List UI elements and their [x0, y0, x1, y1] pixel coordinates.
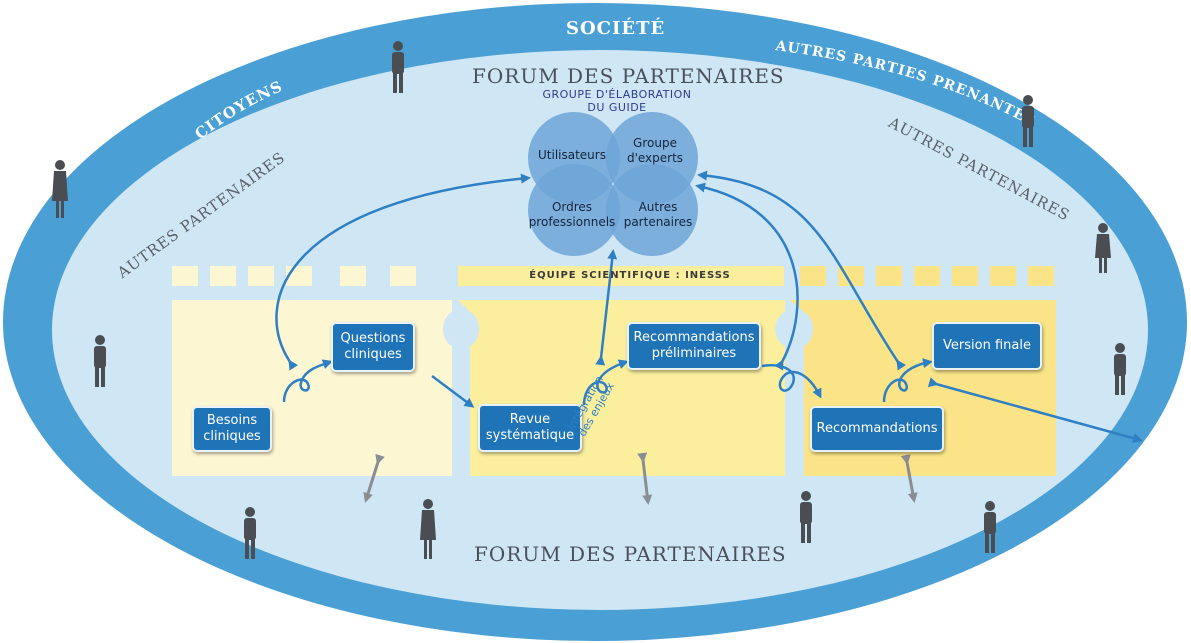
- circle-label-experts: Groupe d'experts: [620, 136, 690, 166]
- forum-bottom-title: FORUM DES PARTENAIRES: [474, 542, 787, 566]
- person-icon: [94, 335, 106, 387]
- person-icon: [1114, 343, 1126, 395]
- strip-tick: [914, 266, 940, 286]
- step-version-finale: Version finale: [932, 322, 1042, 370]
- step-revue-2: systématique: [485, 428, 575, 443]
- circle-autres: [606, 164, 698, 256]
- gray-arrow-2: [637, 452, 653, 505]
- arrow-questions-revue: [431, 375, 475, 408]
- circle-label-autres-1: Autres: [638, 200, 678, 214]
- loop-revue: [582, 359, 629, 406]
- gray-arrows: [363, 452, 918, 505]
- step-revue-1: Revue: [509, 412, 551, 427]
- circle-label-autres: Autres partenaires: [622, 200, 694, 230]
- gray-arrow-3: [900, 454, 918, 503]
- circle-label-ordres-1: Ordres: [551, 200, 593, 214]
- forum-top-title: FORUM DES PARTENAIRES: [472, 64, 785, 88]
- circle-label-experts-2: d'experts: [626, 151, 684, 165]
- circle-label-ordres: Ordres professionnels: [526, 200, 618, 230]
- strip-tick: [800, 266, 826, 286]
- circle-label-utilisateurs: Utilisateurs: [538, 148, 606, 162]
- step-prelim-1: Recommandations: [633, 330, 755, 345]
- strip-tick: [1028, 266, 1054, 286]
- strip-tick: [952, 266, 978, 286]
- step-reco-1: Recommandations: [816, 421, 938, 436]
- strip-tick: [340, 266, 366, 286]
- circle-label-autres-2: partenaires: [623, 215, 693, 229]
- step-questions-1: Questions: [340, 331, 406, 346]
- person-icon: [1022, 95, 1034, 147]
- groupe-title: GROUPE D'ÉLABORATION DU GUIDE: [532, 88, 702, 114]
- person-icon: [392, 41, 404, 93]
- equipe-label: ÉQUIPE SCIENTIFIQUE : INESSS: [529, 270, 731, 281]
- loop-besoins: [282, 359, 333, 403]
- groupe-title-line2: DU GUIDE: [587, 101, 647, 114]
- step-recommandations: Recommandations: [810, 406, 944, 452]
- step-besoins-2: cliniques: [203, 429, 261, 444]
- strip-tick: [210, 266, 236, 286]
- groupe-title-line1: GROUPE D'ÉLABORATION: [542, 88, 692, 101]
- circle-label-experts-1: Groupe: [633, 136, 677, 150]
- person-icon: [244, 507, 256, 559]
- circle-label-ordres-2: professionnels: [528, 215, 616, 229]
- societe-label: SOCIÉTÉ: [566, 18, 666, 39]
- arrow-prelim-circle: [595, 249, 618, 366]
- arrow-version-out: [927, 377, 1143, 443]
- person-icon: [52, 160, 68, 218]
- person-icon: [420, 499, 436, 559]
- step-besoins-1: Besoins: [206, 413, 258, 428]
- groupe-circles: [528, 112, 698, 256]
- circle-ordres: [528, 164, 620, 256]
- strip-tick: [286, 266, 312, 286]
- strip-tick: [390, 266, 416, 286]
- person-icon: [984, 501, 996, 553]
- strip-tick: [172, 266, 198, 286]
- step-version-1: Version finale: [943, 338, 1031, 353]
- arrow-version-circle: [697, 170, 907, 371]
- person-icon: [1095, 223, 1111, 273]
- strip-tick: [990, 266, 1016, 286]
- loop-reco: [882, 358, 933, 403]
- loop-prelim: [761, 364, 822, 399]
- step-questions-2: cliniques: [344, 347, 402, 362]
- flow-arrows: [275, 170, 1143, 443]
- people: [52, 41, 1126, 559]
- strip-tick: [876, 266, 902, 286]
- arrow-questions-circle: [275, 173, 531, 371]
- person-icon: [800, 491, 812, 543]
- strip-tick: [248, 266, 274, 286]
- step-prelim-2: préliminaires: [651, 346, 737, 361]
- gray-arrow-1: [363, 453, 385, 503]
